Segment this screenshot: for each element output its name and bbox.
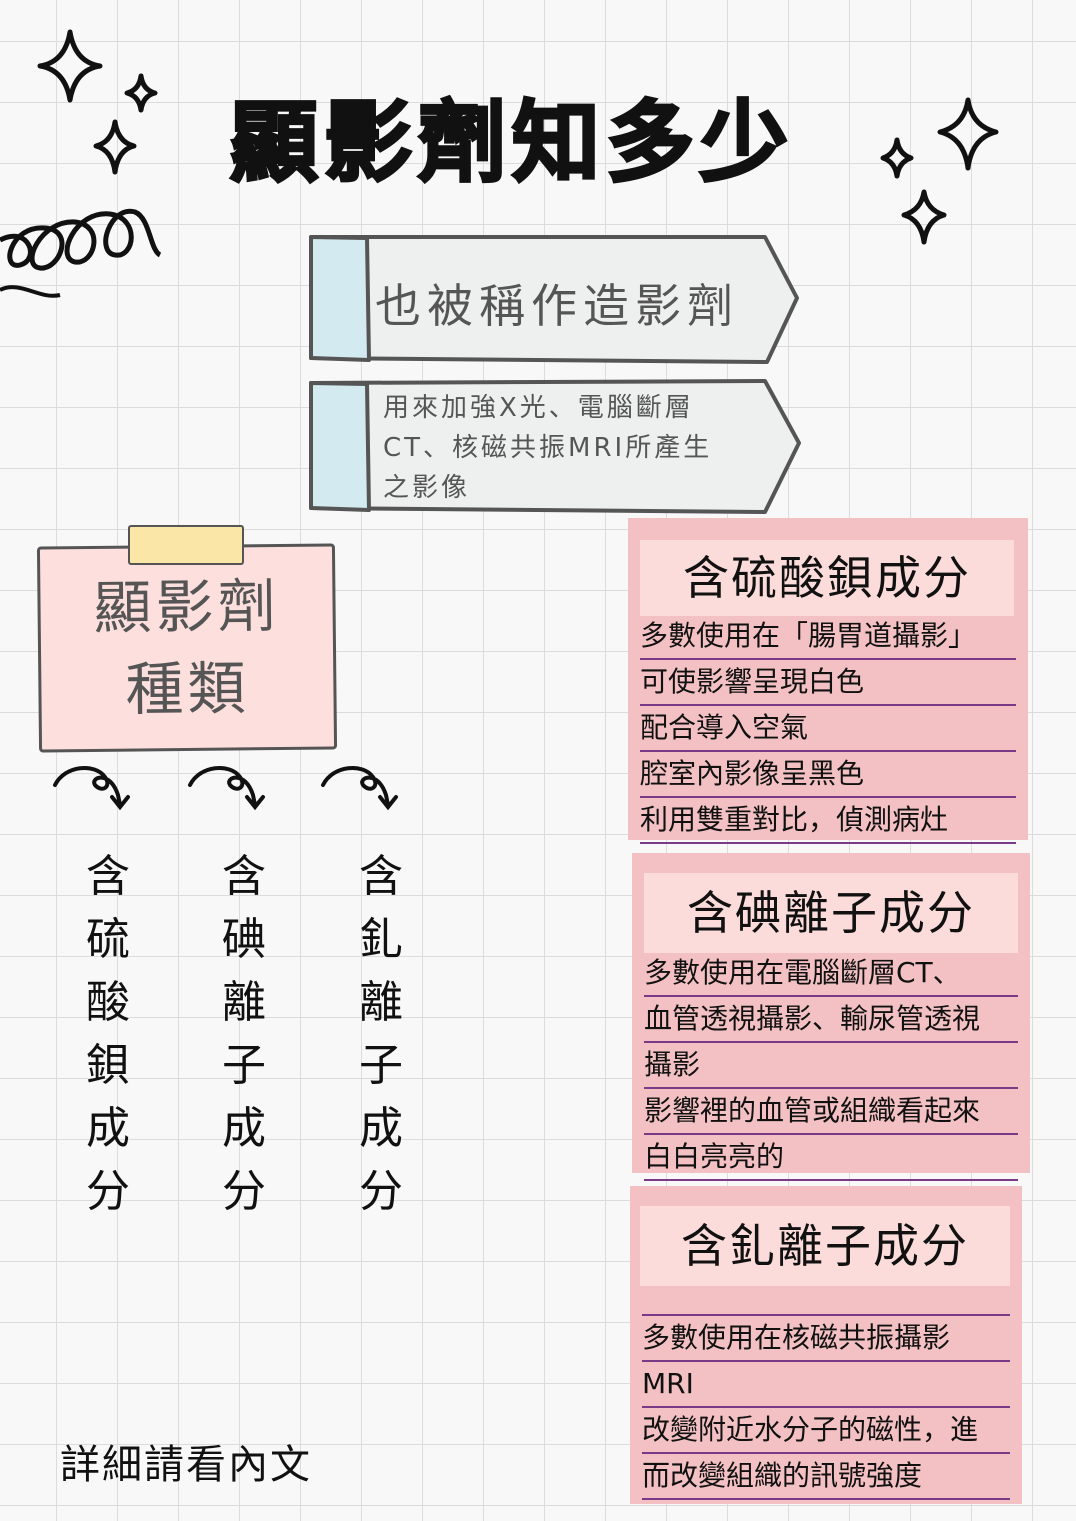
vertical-char: 釓 [359, 914, 403, 965]
vertical-char: 子 [222, 1040, 266, 1091]
iodine-card: 含碘離子成分 多數使用在電腦斷層CT、 血管透視攝影、輸尿管透視 攝影 影響裡的… [632, 853, 1030, 1181]
card-heading: 含碘離子成分 [644, 873, 1018, 953]
footer-note: 詳細請看內文 [60, 1442, 312, 1488]
vertical-char: 酸 [86, 977, 130, 1028]
sparkle-icon [901, 189, 947, 245]
banner-shape [309, 235, 799, 364]
card-row: 攝影 [644, 1043, 1018, 1089]
card-row: 而改變組織的訊號強度 [642, 1454, 1010, 1500]
types-note: 顯影劑 種類 [36, 543, 338, 753]
alias-banner: 也被稱作造影劑 [305, 232, 805, 367]
card-row: 多數使用在電腦斷層CT、 [644, 951, 1018, 997]
purpose-line: CT、核磁共振MRI所產生 [383, 433, 713, 463]
sparkles-decoration [0, 29, 999, 298]
vertical-label-gadolinium: 含 釓 離 子 成 分 [351, 845, 411, 1223]
vertical-char: 碘 [222, 914, 266, 965]
card-row: 利用雙重對比，偵測病灶 [640, 798, 1016, 844]
vertical-char: 分 [359, 1166, 403, 1217]
vertical-char: 分 [86, 1166, 130, 1217]
curly-arrow-icon [53, 765, 130, 811]
types-note-line: 顯影劑 [93, 572, 280, 642]
card-row: 多數使用在「腸胃道攝影」 [640, 614, 1016, 660]
card-heading: 含釓離子成分 [640, 1206, 1010, 1286]
card-row: 血管透視攝影、輸尿管透視 [644, 997, 1018, 1043]
vertical-char: 含 [222, 851, 266, 902]
vertical-char: 含 [86, 851, 130, 902]
vertical-char: 含 [359, 851, 403, 902]
curly-arrows [53, 765, 398, 811]
card-row: 白白亮亮的 [644, 1135, 1018, 1181]
card-row: 多數使用在核磁共振攝影 [642, 1316, 1010, 1362]
sparkle-icon [37, 29, 103, 103]
sparkle-icon [880, 137, 914, 179]
card-row: MRI [642, 1362, 1010, 1408]
card-row: 腔室內影像呈黑色 [640, 752, 1016, 798]
vertical-char: 子 [359, 1040, 403, 1091]
card-heading: 含硫酸鋇成分 [640, 540, 1014, 616]
gadolinium-card: 含釓離子成分 多數使用在核磁共振攝影 MRI 改變附近水分子的磁性，進 而改變組… [630, 1186, 1022, 1504]
purpose-banner: 用來加強X光、電腦斷層 CT、核磁共振MRI所產生 之影像 [305, 378, 805, 518]
sparkle-icon [937, 97, 999, 171]
vertical-char: 分 [222, 1166, 266, 1217]
banner-shape [309, 379, 801, 514]
curly-arrow-icon [321, 765, 398, 811]
card-row: 影響裡的血管或組織看起來 [644, 1089, 1018, 1135]
vertical-char: 成 [222, 1103, 266, 1154]
purpose-line: 用來加強X光、電腦斷層 [383, 393, 694, 423]
vertical-char: 鋇 [86, 1040, 130, 1091]
vertical-label-barium: 含 硫 酸 鋇 成 分 [78, 845, 138, 1223]
barium-card: 含硫酸鋇成分 多數使用在「腸胃道攝影」 可使影響呈現白色 配合導入空氣 腔室內影… [628, 518, 1028, 844]
sparkle-icon [93, 119, 137, 175]
card-row: 改變附近水分子的磁性，進 [642, 1408, 1010, 1454]
vertical-label-iodine: 含 碘 離 子 成 分 [214, 845, 274, 1223]
types-note-line: 種類 [125, 654, 250, 724]
alias-text: 也被稱作造影劑 [375, 279, 739, 333]
swirl-decoration [0, 208, 162, 271]
purpose-line: 之影像 [383, 473, 471, 503]
card-row: 可使影響呈現白色 [640, 660, 1016, 706]
purpose-text: 用來加強X光、電腦斷層 CT、核磁共振MRI所產生 之影像 [383, 388, 712, 508]
vertical-char: 硫 [86, 914, 130, 965]
vertical-char: 成 [359, 1103, 403, 1154]
curly-arrow-icon [188, 765, 265, 811]
page-title: 顯影劑知多少 [229, 91, 795, 194]
vertical-char: 離 [359, 977, 403, 1028]
sparkle-icon [124, 73, 158, 113]
vertical-char: 成 [86, 1103, 130, 1154]
tape-decoration [128, 525, 244, 565]
card-row: 配合導入空氣 [640, 706, 1016, 752]
vertical-char: 離 [222, 977, 266, 1028]
